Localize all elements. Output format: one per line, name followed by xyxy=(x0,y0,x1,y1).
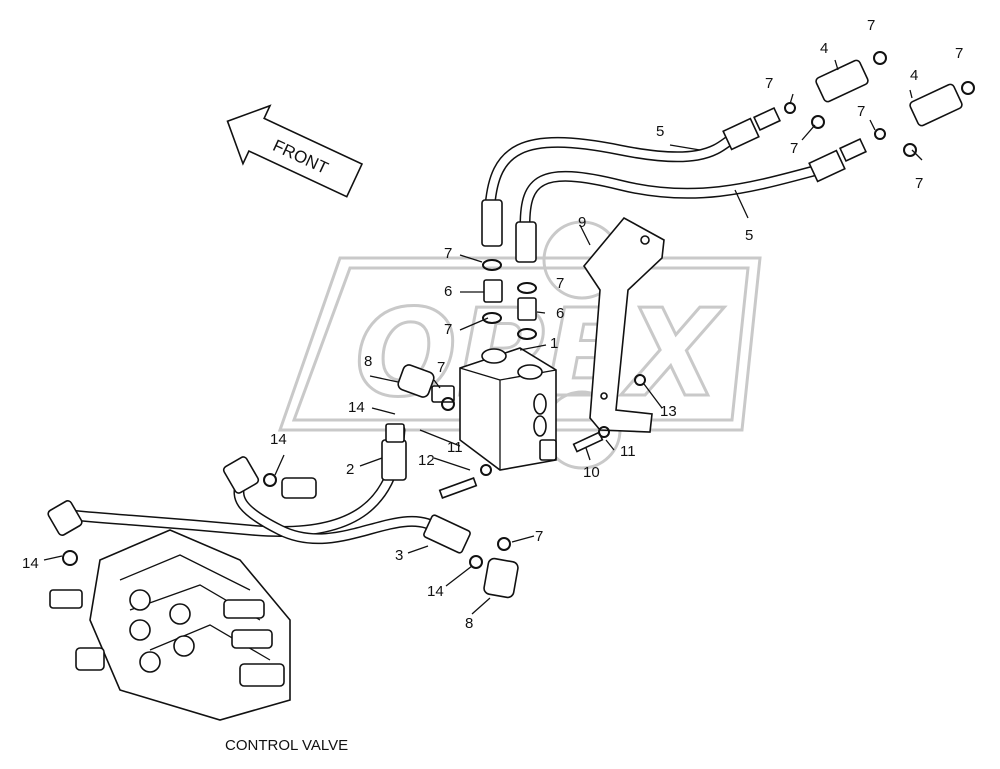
callout-14: 14 xyxy=(270,431,287,448)
callout-7: 7 xyxy=(857,103,865,120)
control-valve-caption: CONTROL VALVE xyxy=(225,737,348,754)
callout-7: 7 xyxy=(556,275,564,292)
hoses-5 xyxy=(481,106,867,263)
callout-7: 7 xyxy=(444,321,452,338)
control-valve-assembly xyxy=(47,500,291,721)
callout-3: 3 xyxy=(395,547,403,564)
callout-6: 6 xyxy=(444,283,452,300)
callout-12: 12 xyxy=(418,452,435,469)
callout-11: 11 xyxy=(447,439,463,456)
callout-7: 7 xyxy=(444,245,452,262)
elbow-fitting-lower xyxy=(483,557,519,599)
callout-5: 5 xyxy=(656,123,664,140)
callout-labels: 7 4 7 7 7 4 7 7 5 5 9 7 6 7 6 7 1 8 7 14… xyxy=(22,17,963,632)
callout-7: 7 xyxy=(535,528,543,545)
callout-7: 7 xyxy=(765,75,773,92)
callout-13: 13 xyxy=(660,403,677,420)
callout-4: 4 xyxy=(820,40,828,57)
callout-8: 8 xyxy=(364,353,372,370)
mounting-bracket xyxy=(583,216,665,433)
leader-lines xyxy=(43,59,923,615)
callout-9: 9 xyxy=(578,214,586,231)
callout-7: 7 xyxy=(437,359,445,376)
callout-14: 14 xyxy=(348,399,365,416)
callout-5: 5 xyxy=(745,227,753,244)
callout-6: 6 xyxy=(556,305,564,322)
callout-1: 1 xyxy=(550,335,558,352)
adapters-6 xyxy=(482,259,537,340)
valve-block xyxy=(431,347,557,471)
callout-7: 7 xyxy=(915,175,923,192)
callout-10: 10 xyxy=(583,464,600,481)
elbow-fitting-upper xyxy=(397,364,435,398)
quick-couplers-4 xyxy=(784,51,975,157)
hoses-2-3 xyxy=(64,423,511,569)
callout-11: 11 xyxy=(620,443,636,460)
callout-7: 7 xyxy=(867,17,875,34)
callout-7: 7 xyxy=(955,45,963,62)
callout-2: 2 xyxy=(346,461,354,478)
bolts xyxy=(438,374,646,499)
callout-14: 14 xyxy=(22,555,39,572)
callout-8: 8 xyxy=(465,615,473,632)
callout-7: 7 xyxy=(790,140,798,157)
front-arrow: FRONT xyxy=(226,104,364,198)
callout-4: 4 xyxy=(910,67,918,84)
callout-14: 14 xyxy=(427,583,444,600)
